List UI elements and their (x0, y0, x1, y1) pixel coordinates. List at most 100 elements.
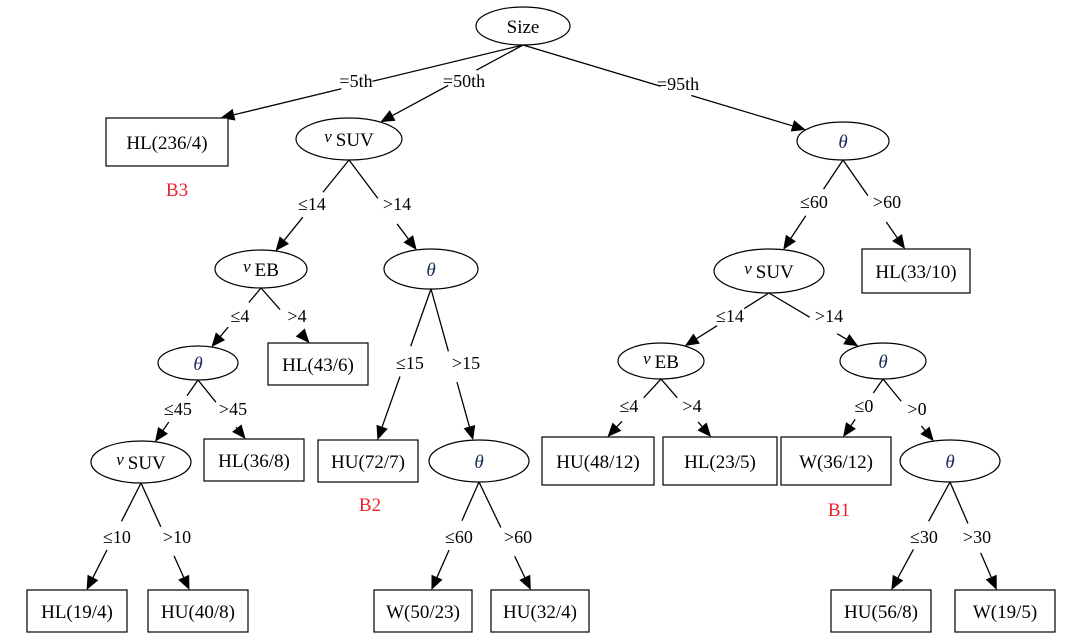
edge-line-lower (173, 555, 185, 578)
node-label-main: EB (655, 352, 679, 373)
node-ellipse (617, 342, 705, 380)
node-box (317, 439, 419, 483)
node-label-main: HU(48/12) (556, 452, 639, 473)
annotation-b3: B3 (166, 180, 188, 201)
edge-line-upper (872, 378, 884, 394)
node-box (490, 589, 590, 633)
arrowhead-icon (891, 574, 904, 590)
edge-a1aa-a1aab (140, 482, 190, 590)
edge-b1-b1b (768, 292, 859, 347)
edge-n95-b1 (783, 159, 844, 250)
node-label-main: HU(40/8) (161, 602, 235, 623)
edge-line-upper (372, 44, 524, 82)
edge-line-upper (322, 159, 350, 193)
node-label-main: HL(23/5) (684, 452, 756, 473)
arrowhead-icon (985, 574, 997, 590)
node-label-main: W(50/23) (386, 602, 460, 623)
edge-b1b-b1ba (843, 378, 884, 437)
arrowhead-icon (380, 110, 396, 123)
edge-label: =50th (443, 71, 485, 91)
edge-root-n95 (522, 44, 806, 132)
edge-label: >10 (163, 527, 191, 547)
edge-line-upper (842, 159, 869, 197)
edge-line-upper (823, 159, 844, 190)
node-ellipse (899, 439, 1001, 483)
node-label-main: HU(72/7) (331, 452, 405, 473)
edge-line-lower (691, 94, 793, 127)
node-label-main: EB (255, 260, 279, 281)
arrowhead-icon (178, 574, 190, 590)
edge-b1a-b1aa (607, 378, 662, 437)
edge-line-upper (461, 481, 480, 522)
node-ellipse (796, 121, 890, 161)
decision-node-a2: θ (383, 248, 479, 290)
edge-line-lower (436, 549, 450, 578)
node-ellipse (157, 345, 239, 381)
node-label-main: HL(19/4) (41, 602, 113, 623)
node-box (105, 117, 229, 167)
edge-label: ≤60 (800, 192, 828, 212)
node-box (830, 589, 932, 633)
node-box (780, 436, 892, 486)
edge-line-upper (260, 287, 281, 311)
leaf-node-b1ab: HL(23/5) (662, 436, 778, 486)
edge-line-lower (396, 223, 409, 240)
decision-node-a1a: θ (157, 345, 239, 381)
edge-n95-b2 (842, 159, 906, 249)
edge-a2-a2a (376, 288, 432, 440)
arrowhead-icon (275, 236, 290, 251)
edge-label: ≤15 (396, 353, 424, 373)
node-label-main: SUV (336, 130, 374, 151)
node-label: θ (878, 352, 887, 373)
node-label-main: θ (426, 260, 435, 281)
edge-label: >0 (907, 399, 926, 419)
edge-a2b-a2ba (431, 481, 480, 590)
annotation-b2: B2 (359, 495, 381, 516)
node-label: Size (507, 17, 540, 38)
edge-a1a-a1aa (155, 379, 199, 442)
edge-line-upper (949, 481, 969, 524)
node-box (147, 589, 249, 633)
leaf-node-a1ab: HL(36/8) (203, 438, 305, 482)
node-label: HL(43/6) (282, 355, 354, 376)
edge-label: ≤14 (716, 306, 744, 326)
edge-labels-layer: =5th=50th=95th≤14>14≤4>4≤45>45≤10>10≤15>… (103, 71, 991, 547)
leaf-node-a1aab: HU(40/8) (147, 589, 249, 633)
node-box (203, 438, 305, 482)
edge-label: =95th (657, 74, 699, 94)
edge-label: >30 (963, 527, 991, 547)
node-ellipse (428, 439, 530, 483)
node-label: θ (945, 452, 954, 473)
edge-label: >14 (383, 194, 411, 214)
arrowhead-icon (892, 234, 906, 249)
annotation-b1: B1 (828, 500, 850, 521)
edge-line-lower (790, 215, 807, 239)
edge-label: ≤14 (298, 194, 326, 214)
edge-a2b-a2bb (478, 481, 531, 590)
node-box (861, 248, 971, 294)
arrowhead-icon (684, 333, 700, 347)
arrowhead-icon (295, 328, 310, 343)
node-box (541, 436, 655, 486)
edge-line-upper (140, 482, 162, 528)
node-label-prefix: v (243, 257, 251, 276)
node-label: HL(236/4) (126, 133, 207, 154)
edge-label: ≤4 (231, 306, 250, 326)
node-label-main: θ (878, 352, 887, 373)
edge-label: >45 (219, 399, 247, 419)
arrowhead-icon (431, 574, 443, 590)
edge-line-lower (162, 421, 170, 431)
node-label-main: HL(33/10) (875, 262, 956, 283)
node-label: W(36/12) (799, 452, 873, 473)
node-box (26, 589, 128, 633)
arrowhead-icon (783, 234, 796, 250)
edge-label: ≤60 (445, 527, 473, 547)
node-label-main: HL(236/4) (126, 133, 207, 154)
arrowhead-icon (86, 574, 99, 590)
